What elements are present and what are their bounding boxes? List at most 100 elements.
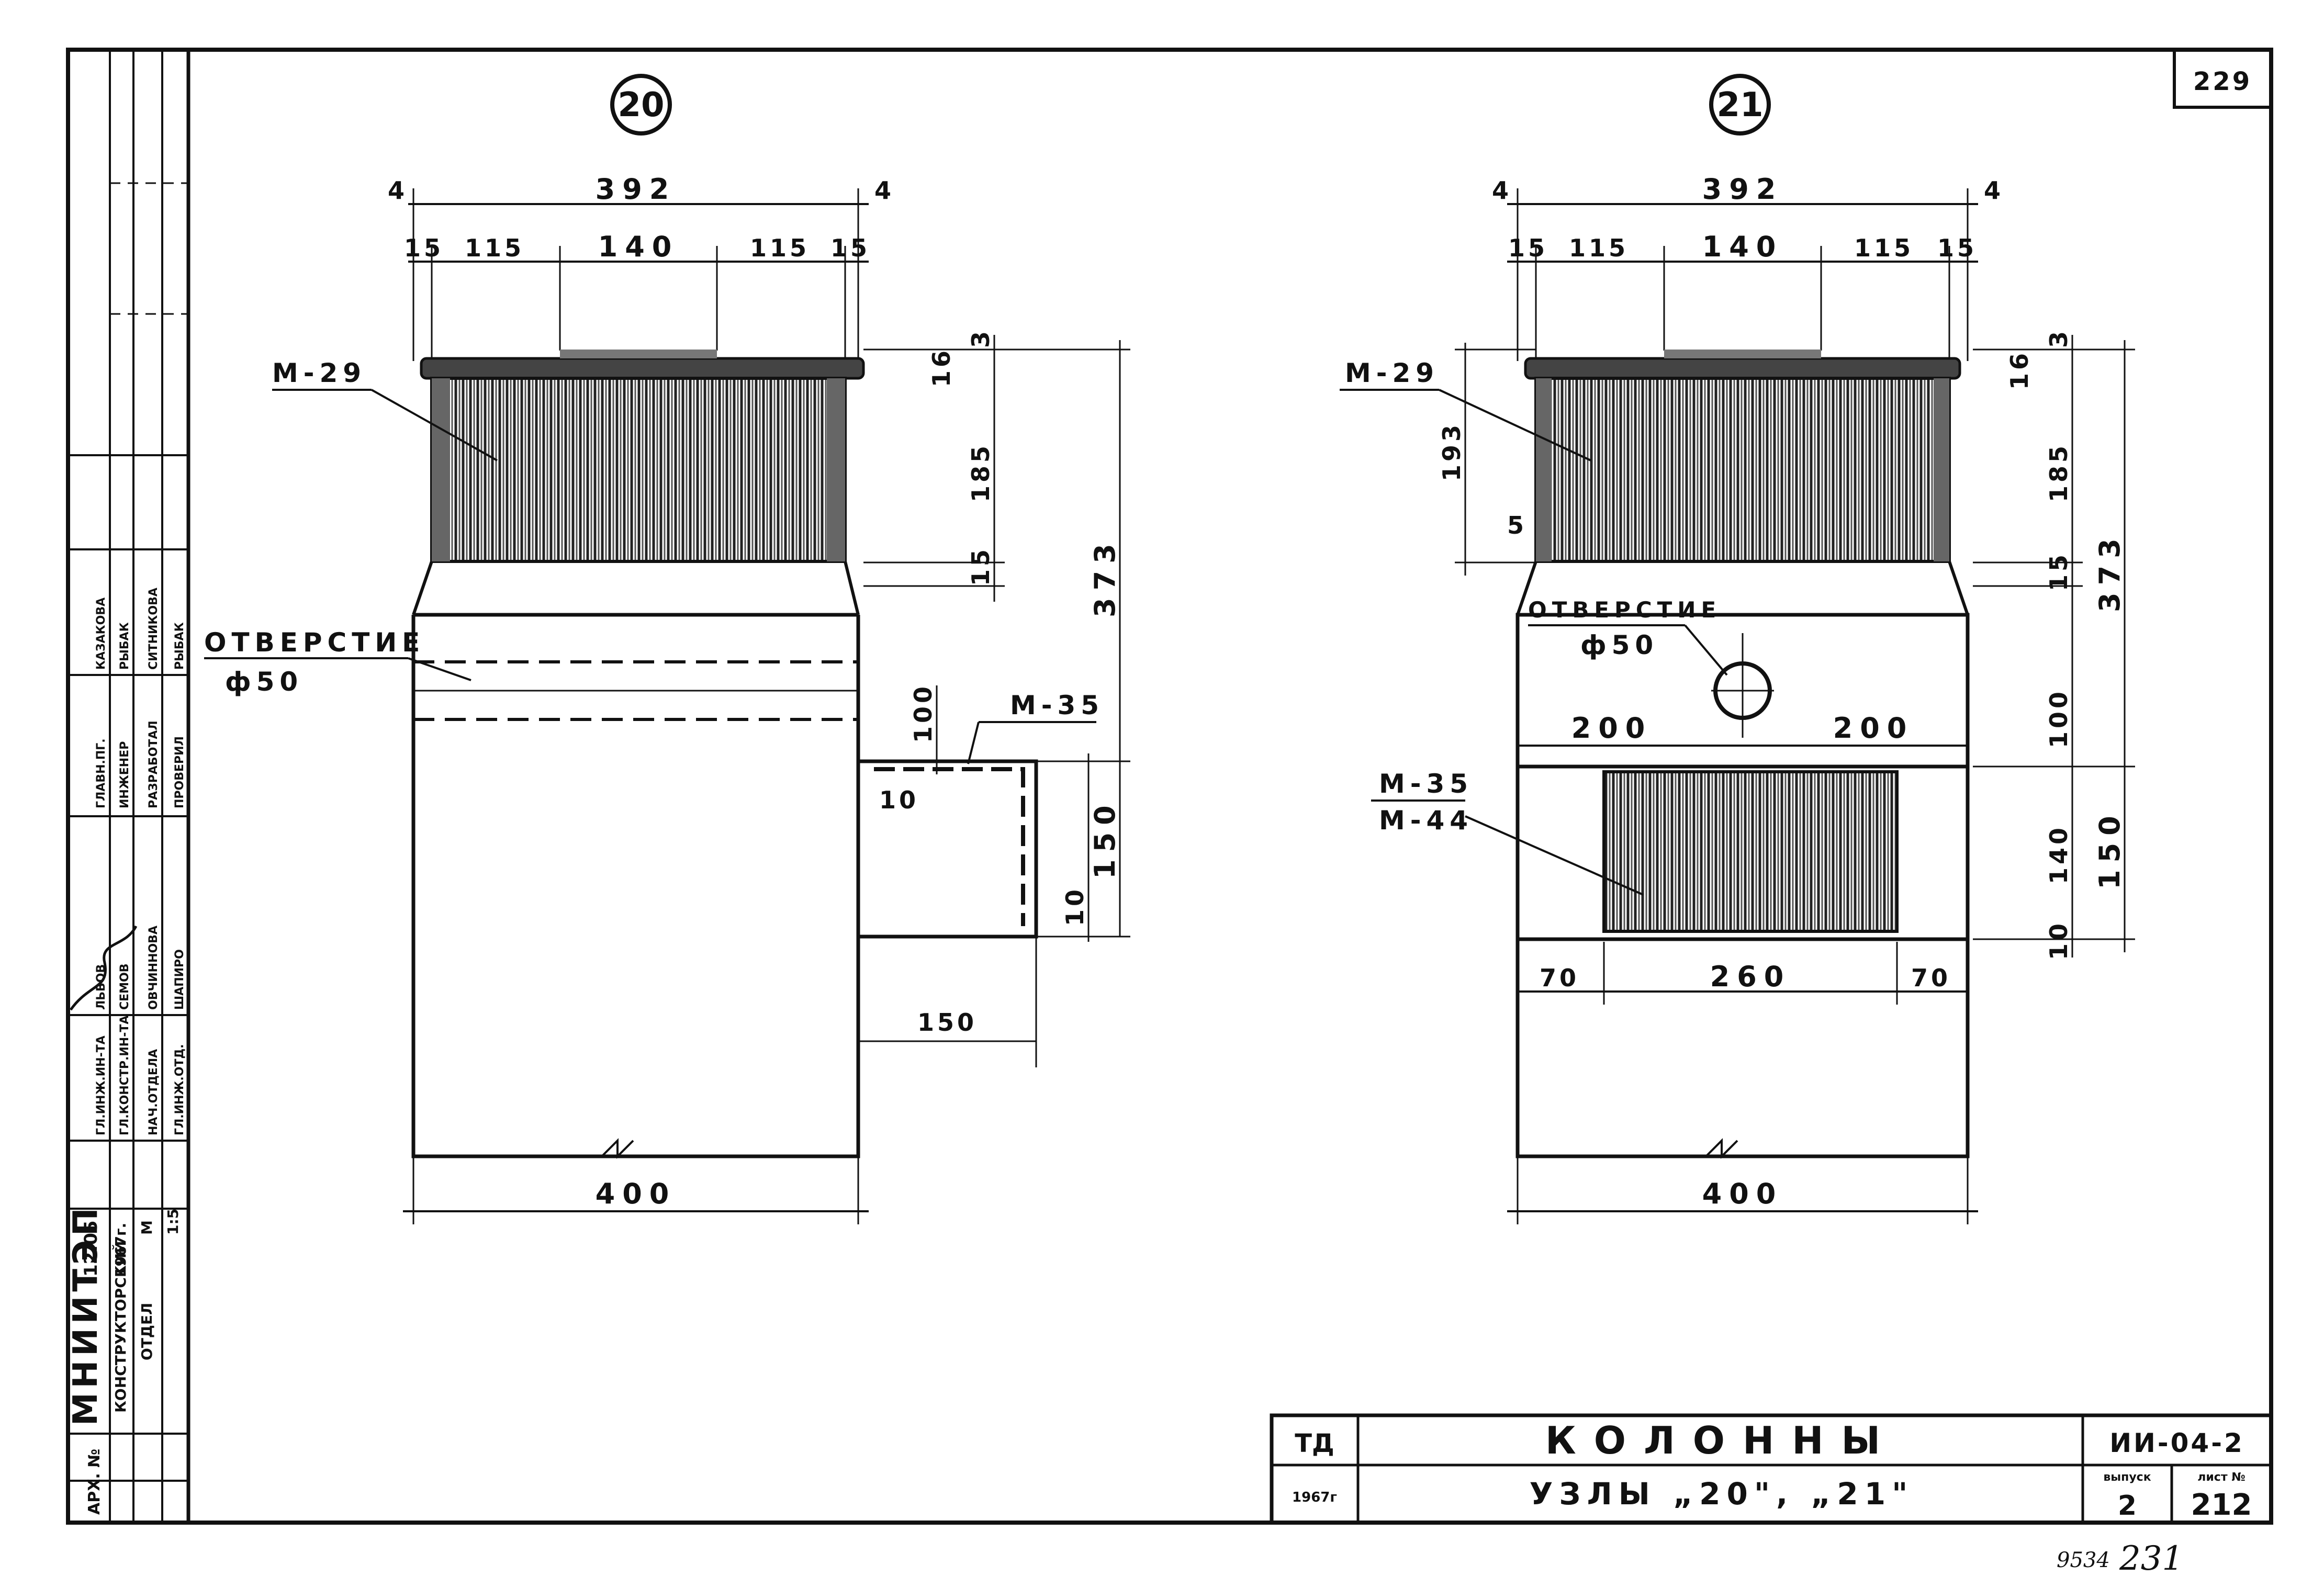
node-21-dim-260: 260 (1710, 960, 1791, 993)
node-21-dim-15-right-v: 15 (2045, 551, 2073, 591)
signature-mark (69, 925, 138, 1011)
node-20-dim-100: 100 (909, 683, 937, 743)
node-20-dim-373: 373 (1088, 536, 1121, 617)
stamp-role: РАЗРАБОТАЛ (147, 720, 160, 808)
stamp-role: ГЛ.ИНЖ.ИН-ТА (95, 1035, 108, 1135)
title-subtitle: УЗЛЫ „20", „21" (1530, 1476, 1914, 1512)
node-20-dim-10-b: 10 (1061, 886, 1089, 926)
node-21-dim-373: 373 (2093, 531, 2126, 612)
node-21-label-m29: М-29 (1345, 358, 1439, 388)
stamp-archive: АРХ. № (85, 1449, 104, 1515)
stamp-dept-2: ОТДЕЛ (138, 1303, 155, 1360)
node-20-dim-115-left: 115 (465, 234, 524, 262)
node-21-dim-200-right: 200 (1833, 712, 1914, 745)
footer-number-right: 231 (2119, 1539, 2183, 1578)
node-20-dim-15-right-v: 15 (967, 546, 995, 586)
node-21-number: 21 (1716, 86, 1763, 125)
node-21-dim-100: 100 (2045, 689, 2073, 748)
node-21-dim-5: 5 (1507, 511, 1527, 539)
title-sheet-label: лист № (2197, 1471, 2245, 1484)
node-21-dim-140: 140 (2045, 825, 2073, 884)
node-20: 20 392 4 4 15 115 140 115 15 М-29 (204, 74, 1130, 1224)
node-20-dim-15-left: 15 (404, 234, 444, 262)
node-21-label-hole: ОТВЕРСТИЕ (1528, 597, 1721, 623)
title-issue-label: выпуск (2103, 1471, 2151, 1484)
stamp-role: ГЛАВН.ПГ. (95, 738, 108, 808)
stamp-name: СЕМОВ (118, 963, 131, 1010)
stamp-name: КАЗАКОВА (95, 598, 108, 670)
node-21-dim-150: 150 (2093, 808, 2126, 889)
left-stamp: МНИИТЭП КОНСТРУКТОРСКИЙ ОТДЕЛ 12.05 1967… (66, 50, 188, 1523)
node-21-label-m44: М-44 (1379, 805, 1473, 836)
node-21-label-hole-dia: ф50 (1580, 630, 1658, 660)
stamp-name: ОВЧИННОВА (147, 926, 160, 1010)
stamp-institute: МНИИТЭП (66, 1203, 105, 1426)
node-20-dim-150-h: 150 (917, 1008, 977, 1037)
stamp-year: 1967г. (112, 1223, 129, 1277)
title-block: ТД 1967г КОЛОННЫ УЗЛЫ „20", „21" ИИ-04-2… (1270, 1413, 2273, 1525)
node-21-dim-3: 3 (2045, 328, 2073, 348)
node-21-dim-400: 400 (1702, 1177, 1783, 1210)
stamp-role: НАЧ.ОТДЕЛА (147, 1049, 160, 1135)
stamp-role: ИНЖЕНЕР (118, 741, 131, 808)
node-20-dim-400: 400 (596, 1177, 677, 1210)
stamp-role: ПРОВЕРИЛ (173, 736, 186, 808)
node-20-dim-140: 140 (598, 230, 679, 263)
sheet-frame (66, 48, 2273, 1525)
node-21-dim-4-left: 4 (1492, 176, 1512, 205)
node-20-label-hole-dia: ф50 (225, 667, 303, 697)
node-21: 21 392 4 4 15 115 140 115 15 М-29 (1340, 74, 2135, 1224)
stamp-role: ГЛ.КОНСТР.ИН-ТА (118, 1016, 131, 1135)
node-21-dim-115-right: 115 (1854, 234, 1914, 262)
node-21-dim-392: 392 (1702, 173, 1783, 206)
node-21-dim-70-left: 70 (1540, 964, 1579, 992)
node-21-dim-193: 193 (1438, 422, 1466, 481)
node-21-label-m35: М-35 (1379, 769, 1473, 799)
node-20-dim-15-right: 15 (830, 234, 870, 262)
node-20-dim-3: 3 (967, 328, 995, 348)
title-main: КОЛОННЫ (1545, 1418, 1898, 1462)
title-sheet: 212 (2191, 1488, 2252, 1522)
node-20-label-hole: ОТВЕРСТИЕ (204, 627, 425, 658)
stamp-name: РЫБАК (173, 622, 186, 670)
sheet-number-box: 229 (2173, 48, 2273, 109)
node-21-dim-185: 185 (2045, 443, 2073, 502)
node-21-dim-16: 16 (2005, 350, 2034, 390)
node-20-dim-4-left: 4 (388, 176, 408, 205)
node-20-label-m29: М-29 (272, 358, 366, 388)
node-20-dim-16: 16 (927, 347, 956, 387)
footer-number-left: 9534 (2057, 1548, 2110, 1572)
title-org: ТД (1295, 1429, 1334, 1458)
stamp-role: ГЛ.ИНЖ.ОТД. (173, 1044, 186, 1135)
stamp-dept-1: КОНСТРУКТОРСКИЙ (111, 1241, 129, 1413)
stamp-name: СИТНИКОВА (147, 588, 160, 670)
node-20-dim-10: 10 (879, 786, 919, 814)
node-21-dim-10: 10 (2045, 920, 2073, 960)
title-year: 1967г (1292, 1490, 1337, 1505)
stamp-roles: ГЛ.ИНЖ.ИН-ТА ГЛ.КОНСТР.ИН-ТА НАЧ.ОТДЕЛА ГЛ.… (95, 720, 186, 1135)
node-20-number: 20 (618, 86, 664, 125)
stamp-name: ШАПИРО (173, 949, 186, 1010)
stamp-name: РЫБАК (118, 622, 131, 670)
node-21-dim-15-left: 15 (1508, 234, 1548, 262)
node-21-dim-15-right: 15 (1937, 234, 1977, 262)
stamp-scale: 1:5 (164, 1209, 182, 1235)
title-code: ИИ-04-2 (2109, 1428, 2244, 1458)
node-20-label-m35: М-35 (1010, 690, 1104, 720)
node-21-dim-115-left: 115 (1569, 234, 1629, 262)
node-21-dim-200-left: 200 (1571, 712, 1653, 745)
node-20-dim-185: 185 (967, 443, 995, 502)
node-21-dim-4-right: 4 (1984, 176, 2004, 205)
stamp-scale-a: М (138, 1220, 155, 1235)
node-20-dim-150-v: 150 (1088, 798, 1121, 879)
node-21-dim-140: 140 (1702, 230, 1783, 263)
node-20-dim-392: 392 (596, 173, 677, 206)
node-20-dim-4-right: 4 (874, 176, 894, 205)
sheet-number: 229 (2193, 67, 2252, 96)
node-21-dim-70-right: 70 (1911, 964, 1951, 992)
stamp-date: 12.05 (81, 1220, 102, 1277)
title-issue: 2 (2118, 1490, 2137, 1522)
node-20-dim-115-right: 115 (750, 234, 810, 262)
